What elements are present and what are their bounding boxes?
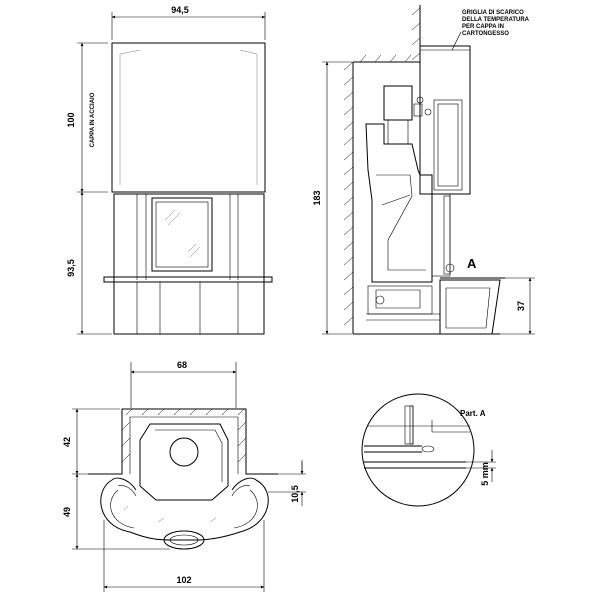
base-height-dim: 93,5 (66, 259, 76, 277)
glass-door (151, 197, 213, 272)
plan-flue (169, 437, 199, 467)
hearth-depth-dim: 49 (62, 507, 72, 517)
gap-dim: 10,5 (290, 485, 300, 503)
plan-hearth (100, 479, 269, 541)
grille-note-2: DELLA TEMPERATURA (462, 17, 530, 23)
detail-gap-dim: 5 mm (480, 462, 490, 486)
plan-stove-body (139, 423, 229, 501)
niche-width-dim: 68 (177, 360, 187, 370)
detail-circle (361, 393, 475, 507)
front-hearth-shelf (103, 276, 273, 283)
total-height-dim: 183 (312, 190, 322, 205)
detail-title: Part. A (460, 409, 486, 418)
side-hood (419, 45, 471, 195)
side-wall (343, 5, 421, 334)
hood-height-dim: 100 (66, 112, 76, 127)
detail-marker: A (467, 256, 477, 271)
grille-note-4: CARTONGESSO (462, 31, 509, 37)
grille-note-3: PER CAPPA IN (462, 24, 504, 30)
grille-note-1: GRIGLIA DI SCARICO (462, 10, 524, 16)
niche-depth-dim: 42 (62, 437, 72, 447)
stove-side-body (365, 123, 433, 283)
detail-a-view: Part. A 5 mm (361, 393, 496, 507)
flue-pipe (383, 85, 413, 121)
hearth-width-dim: 102 (176, 575, 191, 585)
plan-view: 68 (62, 360, 306, 592)
steel-hood (111, 42, 266, 193)
plan-front-knob (163, 530, 205, 550)
stove-body (113, 193, 265, 335)
hood-label: CAPPA IN ACCIAIO (90, 92, 96, 147)
bench-height-dim: 37 (516, 301, 526, 311)
side-view: A GRIGLIA DI SCARICO DELLA TEMPERATURA P… (312, 5, 535, 335)
front-view: 94,5 100 CAPPA IN ACCIAIO 93,5 (66, 5, 273, 335)
plan-niche (88, 408, 278, 475)
front-width-dim: 94,5 (171, 5, 189, 15)
